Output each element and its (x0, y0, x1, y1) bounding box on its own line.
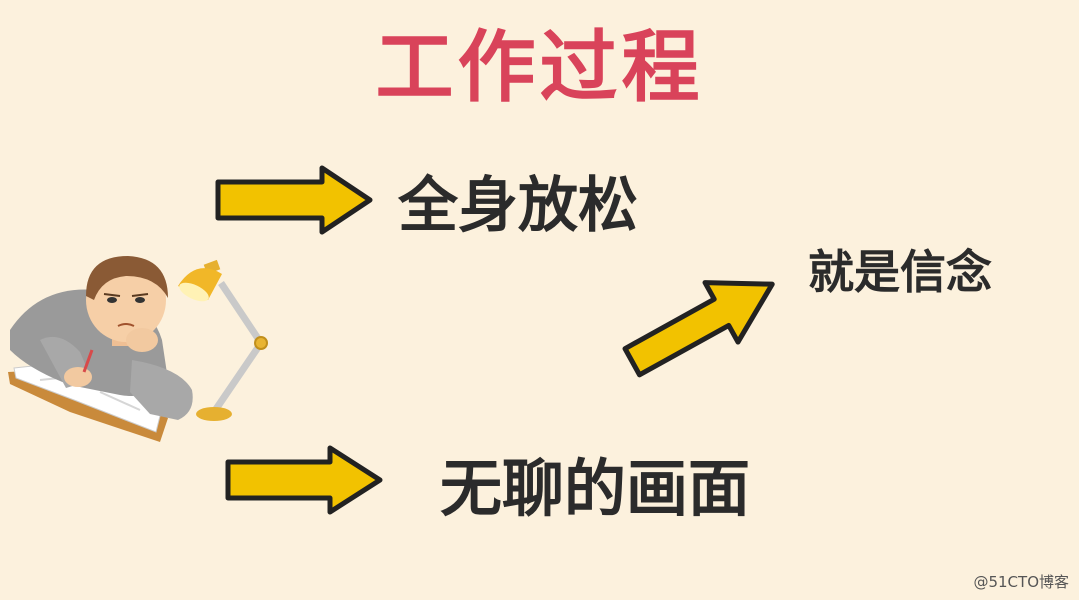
watermark: @51CTO博客 (973, 573, 1069, 591)
right-arrow-icon (225, 445, 383, 515)
right-arrow-icon (215, 165, 373, 235)
item-belief: 就是信念 (808, 245, 992, 299)
slide-title: 工作过程 (375, 23, 704, 113)
desk-lamp-icon (178, 259, 268, 421)
item-relax: 全身放松 (398, 171, 638, 241)
student-figure (10, 256, 193, 420)
diagonal-arrow-icon (622, 280, 775, 378)
item-boring-scene: 无聊的画面 (440, 452, 751, 525)
